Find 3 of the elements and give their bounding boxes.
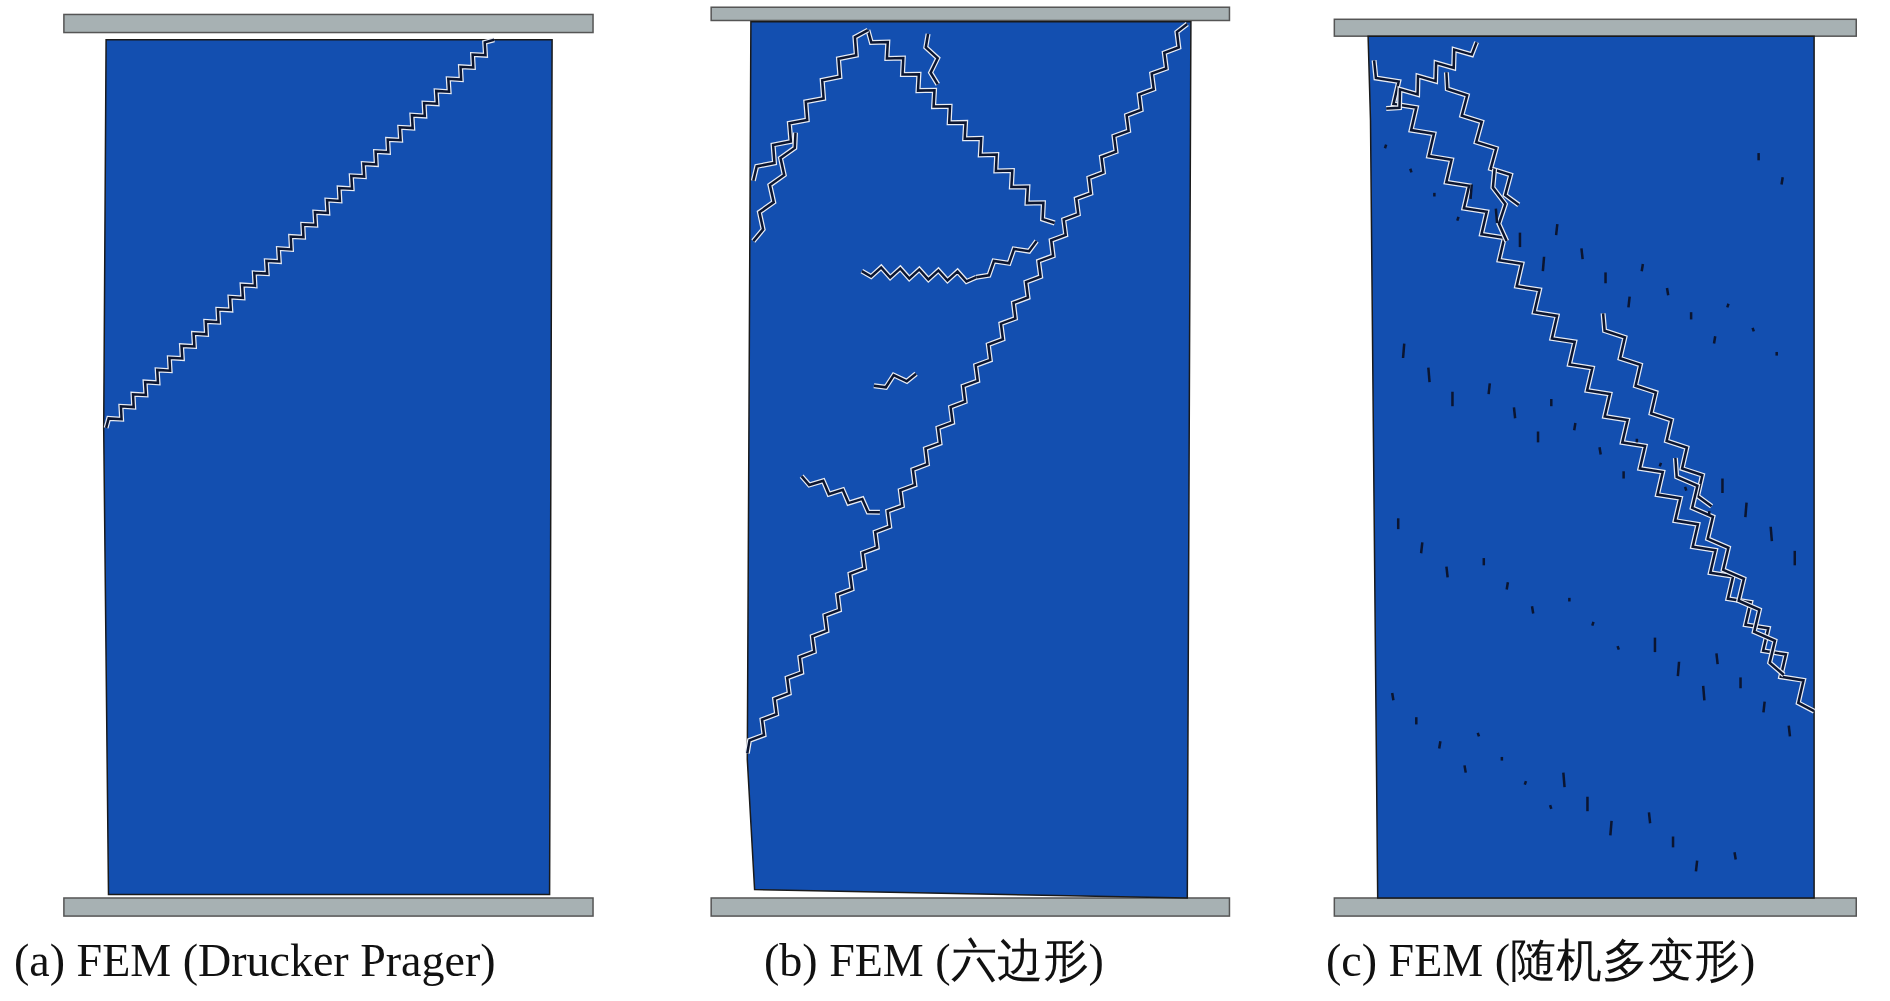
panel-caption: (a) FEM (Drucker Prager) [14,936,496,987]
panel-caption: (c) FEM (随机多变形) [1326,936,1756,987]
panel-caption: (b) FEM (六边形) [764,936,1104,987]
